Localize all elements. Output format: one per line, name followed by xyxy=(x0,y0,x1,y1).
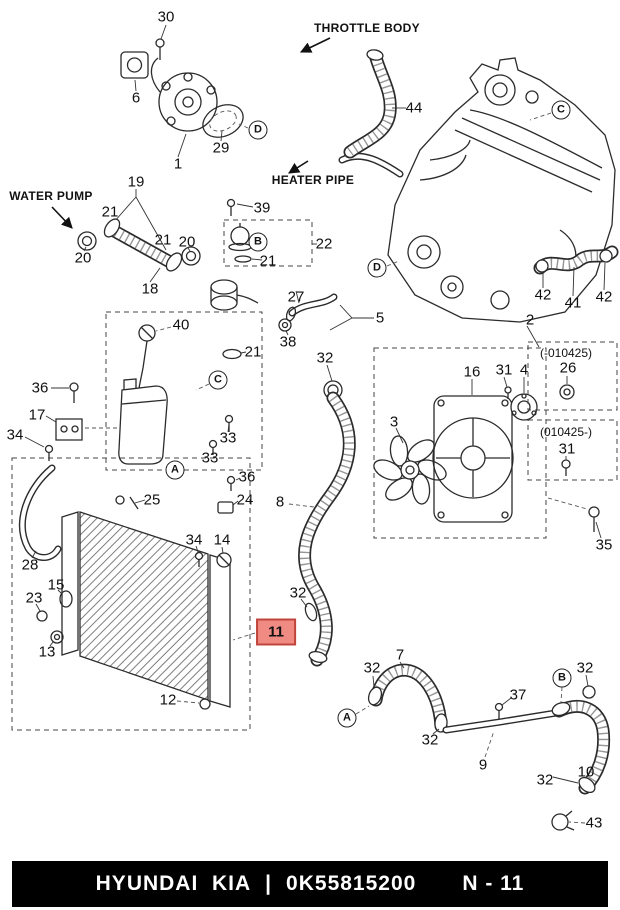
heater-hose-part xyxy=(533,245,619,297)
footer-page-code: N - 11 xyxy=(462,872,525,895)
label-arrows xyxy=(51,37,331,229)
outlet-hose-part xyxy=(551,674,611,795)
water-pipe-part xyxy=(442,697,560,758)
water-pump-part xyxy=(120,24,249,158)
radiator-part xyxy=(11,457,256,731)
footer-bar: HYUNDAI KIA | 0K55815200 N - 11 xyxy=(12,861,608,907)
variant-early-part xyxy=(527,341,618,411)
lower-hose-part xyxy=(288,391,356,667)
reservoir-part xyxy=(24,311,263,491)
variant-late-part xyxy=(527,419,618,481)
thermostat-part xyxy=(223,198,317,267)
throttle-hose-part xyxy=(343,49,406,159)
footer-separator: | xyxy=(265,872,273,895)
bypass-hose-part xyxy=(77,189,201,283)
cooling-fan-part xyxy=(373,325,547,539)
bypass-lower-hose-part xyxy=(355,661,448,735)
water-outlet-part xyxy=(210,279,374,400)
footer-brand: HYUNDAI KIA xyxy=(95,872,252,895)
clip-part xyxy=(551,810,586,831)
footer-part-number: 0K55815200 xyxy=(286,872,417,895)
shroud-bolt-part xyxy=(547,497,602,539)
